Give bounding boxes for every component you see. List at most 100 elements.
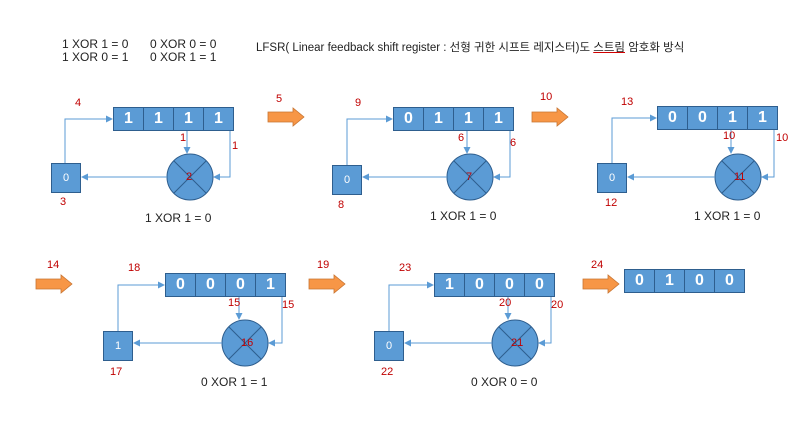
feedback-box: 0 xyxy=(332,165,362,195)
xor-equation: 0 XOR 1 = 1 xyxy=(201,375,268,389)
truth-line-1-left: 1 XOR 1 = 0 xyxy=(62,37,129,51)
tap-right-label: 6 xyxy=(510,137,517,149)
xor-equation: 1 XOR 1 = 0 xyxy=(145,211,212,225)
tap-left-label: 6 xyxy=(458,132,465,144)
arrow-right-icon xyxy=(35,274,73,294)
register-cell: 1 xyxy=(255,273,286,297)
box-step-label: 12 xyxy=(605,197,618,209)
xor-cross-2 xyxy=(173,160,207,194)
loop-step-label: 9 xyxy=(355,97,362,109)
xor-equation: 0 XOR 0 = 0 xyxy=(471,375,538,389)
box-step-label: 22 xyxy=(381,366,394,378)
register-cell: 0 xyxy=(464,273,495,297)
register-cell: 1 xyxy=(113,107,144,131)
title-suffix: 암호화 방식 xyxy=(625,42,685,54)
tap-left-label: 15 xyxy=(228,297,241,309)
feedback-box: 0 xyxy=(51,163,81,193)
tap-line-outer xyxy=(493,131,511,181)
page-title: LFSR( Linear feedback shift register : 선… xyxy=(256,39,684,55)
register-cell: 1 xyxy=(747,106,778,130)
register-cell: 1 xyxy=(203,107,234,131)
register-cell: 1 xyxy=(717,106,748,130)
arrow-right-icon xyxy=(531,107,569,127)
register-cell: 0 xyxy=(195,273,226,297)
loop-line xyxy=(611,114,657,163)
truth-line-2-left: 1 XOR 0 = 1 xyxy=(62,50,129,64)
loop-line xyxy=(117,281,165,331)
register-cell: 1 xyxy=(654,269,685,293)
tap-line-outer xyxy=(761,130,775,181)
box-step-label: 3 xyxy=(60,196,67,208)
loop-line xyxy=(388,281,434,331)
xor-step-label: 11 xyxy=(734,171,746,183)
xor-step-label: 7 xyxy=(466,171,473,183)
register-cell: 1 xyxy=(483,107,514,131)
xor-step-label: 21 xyxy=(511,337,524,349)
register-cell: 1 xyxy=(423,107,454,131)
loop-line xyxy=(64,115,113,163)
arrow-right-icon xyxy=(267,107,305,127)
title-prefix: LFSR( Linear feedback shift register : 선… xyxy=(256,42,594,54)
register-cell: 0 xyxy=(393,107,424,131)
step-arrow-label: 19 xyxy=(317,259,330,271)
xor-step-label: 2 xyxy=(186,171,193,183)
step-arrow-label: 5 xyxy=(276,93,283,105)
xor-cross-2 xyxy=(721,160,755,194)
register-cell: 1 xyxy=(173,107,204,131)
step-arrows xyxy=(35,107,620,294)
xor-step-label: 16 xyxy=(241,337,254,349)
register-cell: 1 xyxy=(453,107,484,131)
tap-line-outer xyxy=(213,131,231,181)
loop-line xyxy=(346,115,393,165)
tap-left-label: 10 xyxy=(723,130,736,142)
loop-step-label: 18 xyxy=(128,262,141,274)
register-cell: 0 xyxy=(494,273,525,297)
register-cell: 0 xyxy=(687,106,718,130)
truth-line-1-right: 0 XOR 0 = 0 xyxy=(150,37,217,51)
feedback-box: 1 xyxy=(103,331,133,361)
register-cell: 0 xyxy=(684,269,715,293)
register-cell: 0 xyxy=(657,106,688,130)
step-arrow-label: 10 xyxy=(540,91,553,103)
tap-left-label: 1 xyxy=(180,132,187,144)
register-cell: 0 xyxy=(524,273,555,297)
feedback-box: 0 xyxy=(374,331,404,361)
tap-right-label: 20 xyxy=(551,299,564,311)
register-cell: 0 xyxy=(225,273,256,297)
tap-left-label: 20 xyxy=(499,297,512,309)
tap-right-label: 15 xyxy=(282,299,295,311)
register-cell: 1 xyxy=(434,273,465,297)
tap-line-outer xyxy=(538,297,552,347)
tap-line-outer xyxy=(268,297,283,347)
step-arrow-label: 14 xyxy=(47,259,60,271)
truth-line-2-right: 0 XOR 1 = 1 xyxy=(150,50,217,64)
stage-graphics xyxy=(64,114,775,367)
loop-step-label: 4 xyxy=(75,97,82,109)
register-cell: 0 xyxy=(165,273,196,297)
box-step-label: 8 xyxy=(338,199,345,211)
arrow-right-icon xyxy=(308,274,346,294)
register-cell: 0 xyxy=(624,269,655,293)
register-cell: 1 xyxy=(143,107,174,131)
step-arrow-label: 24 xyxy=(591,259,604,271)
box-step-label: 17 xyxy=(110,366,123,378)
loop-step-label: 23 xyxy=(399,262,412,274)
title-underlined: 스트림 xyxy=(593,42,625,54)
arrow-right-icon xyxy=(582,274,620,294)
feedback-box: 0 xyxy=(597,163,627,193)
xor-cross-2 xyxy=(498,326,532,360)
xor-equation: 1 XOR 1 = 0 xyxy=(430,209,497,223)
tap-right-label: 1 xyxy=(232,140,239,152)
xor-cross-2 xyxy=(228,326,262,360)
xor-equation: 1 XOR 1 = 0 xyxy=(694,209,761,223)
register-cell: 0 xyxy=(714,269,745,293)
xor-cross-2 xyxy=(453,160,487,194)
tap-right-label: 10 xyxy=(776,132,789,144)
